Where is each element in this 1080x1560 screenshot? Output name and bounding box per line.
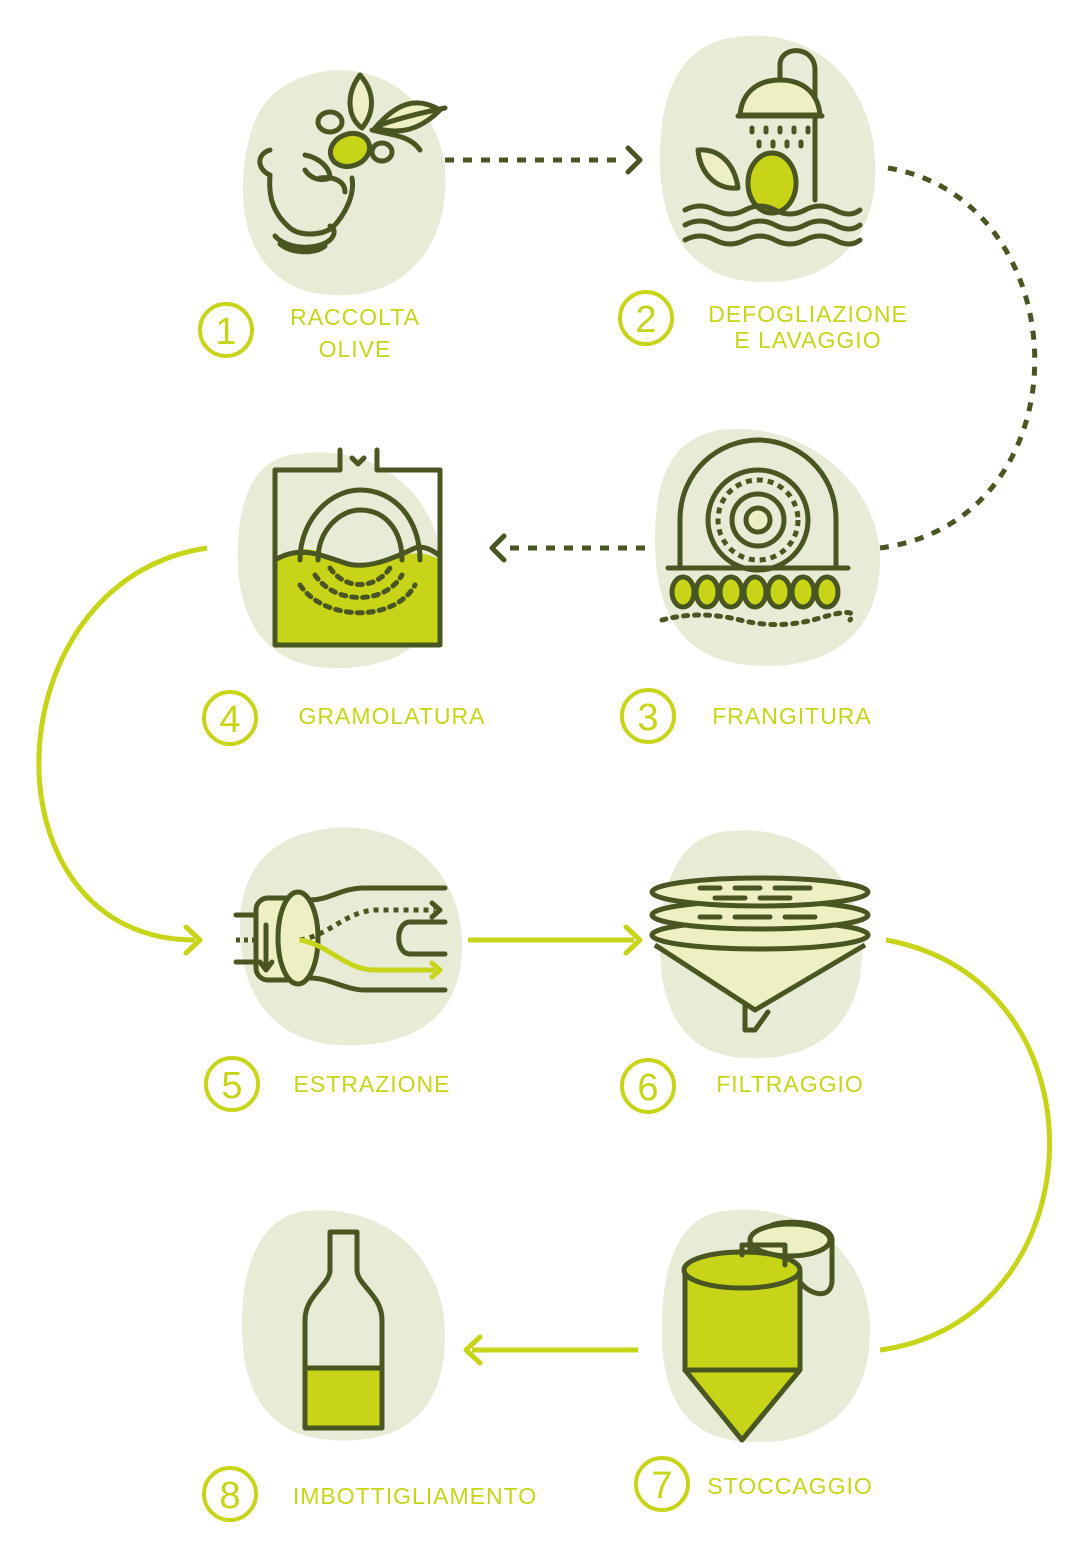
arrow-4-to-5 bbox=[36, 545, 208, 956]
step-6-number: 6 bbox=[637, 1067, 658, 1109]
arrow-2-to-3 bbox=[879, 165, 1038, 551]
step-1: 1 RACCOLTA OLIVE bbox=[198, 70, 448, 362]
step-5-label: ESTRAZIONE bbox=[294, 1071, 451, 1097]
shower-washing-icon bbox=[682, 48, 863, 247]
step-3-number: 3 bbox=[637, 697, 658, 739]
step-2-label-line-2: E LAVAGGIO bbox=[734, 327, 881, 353]
filter-press-icon bbox=[649, 875, 871, 1033]
step-8: 8 IMBOTTIGLIAMENTO bbox=[202, 1210, 537, 1522]
step-1-label-line-1: RACCOLTA bbox=[290, 304, 420, 330]
arrow-7-to-8 bbox=[463, 1334, 638, 1366]
arrow-3-to-4 bbox=[489, 533, 645, 563]
step-4-label: GRAMOLATURA bbox=[299, 703, 486, 729]
step-4: 4 GRAMOLATURA bbox=[202, 447, 486, 746]
arrow-1-to-2 bbox=[445, 145, 643, 175]
step-2: 2 DEFOGLIAZIONE E LAVAGGIO bbox=[618, 35, 908, 353]
storage-silo-icon bbox=[681, 1219, 835, 1443]
step-5: 5 ESTRAZIONE bbox=[204, 827, 463, 1112]
step-7-number: 7 bbox=[651, 1465, 672, 1507]
step-8-number: 8 bbox=[219, 1475, 240, 1517]
arrow-5-to-6 bbox=[468, 924, 643, 956]
step-4-number: 4 bbox=[219, 699, 240, 741]
centrifuge-decanter-icon bbox=[233, 885, 448, 993]
step-7-label: STOCCAGGIO bbox=[707, 1473, 873, 1499]
step-3-label: FRANGITURA bbox=[712, 703, 872, 729]
crusher-wheel-icon bbox=[659, 437, 855, 627]
step-6: 6 FILTRAGGIO bbox=[620, 830, 871, 1114]
hand-picking-olive-icon bbox=[257, 72, 448, 255]
step-3: 3 FRANGITURA bbox=[620, 428, 880, 744]
step-6-label: FILTRAGGIO bbox=[716, 1071, 864, 1097]
oil-bottle-icon bbox=[302, 1229, 385, 1431]
connectors bbox=[36, 145, 1053, 1366]
step-1-label-line-2: OLIVE bbox=[319, 336, 392, 362]
step-1-number: 1 bbox=[215, 311, 236, 353]
step-5-number: 5 bbox=[221, 1065, 242, 1107]
step-8-label: IMBOTTIGLIAMENTO bbox=[293, 1483, 537, 1509]
step-2-label-line-1: DEFOGLIAZIONE bbox=[708, 301, 908, 327]
step-7: 7 STOCCAGGIO bbox=[634, 1209, 873, 1512]
step-2-number: 2 bbox=[635, 299, 656, 341]
malaxer-tank-icon bbox=[272, 447, 443, 648]
arrow-6-to-7 bbox=[879, 937, 1053, 1353]
